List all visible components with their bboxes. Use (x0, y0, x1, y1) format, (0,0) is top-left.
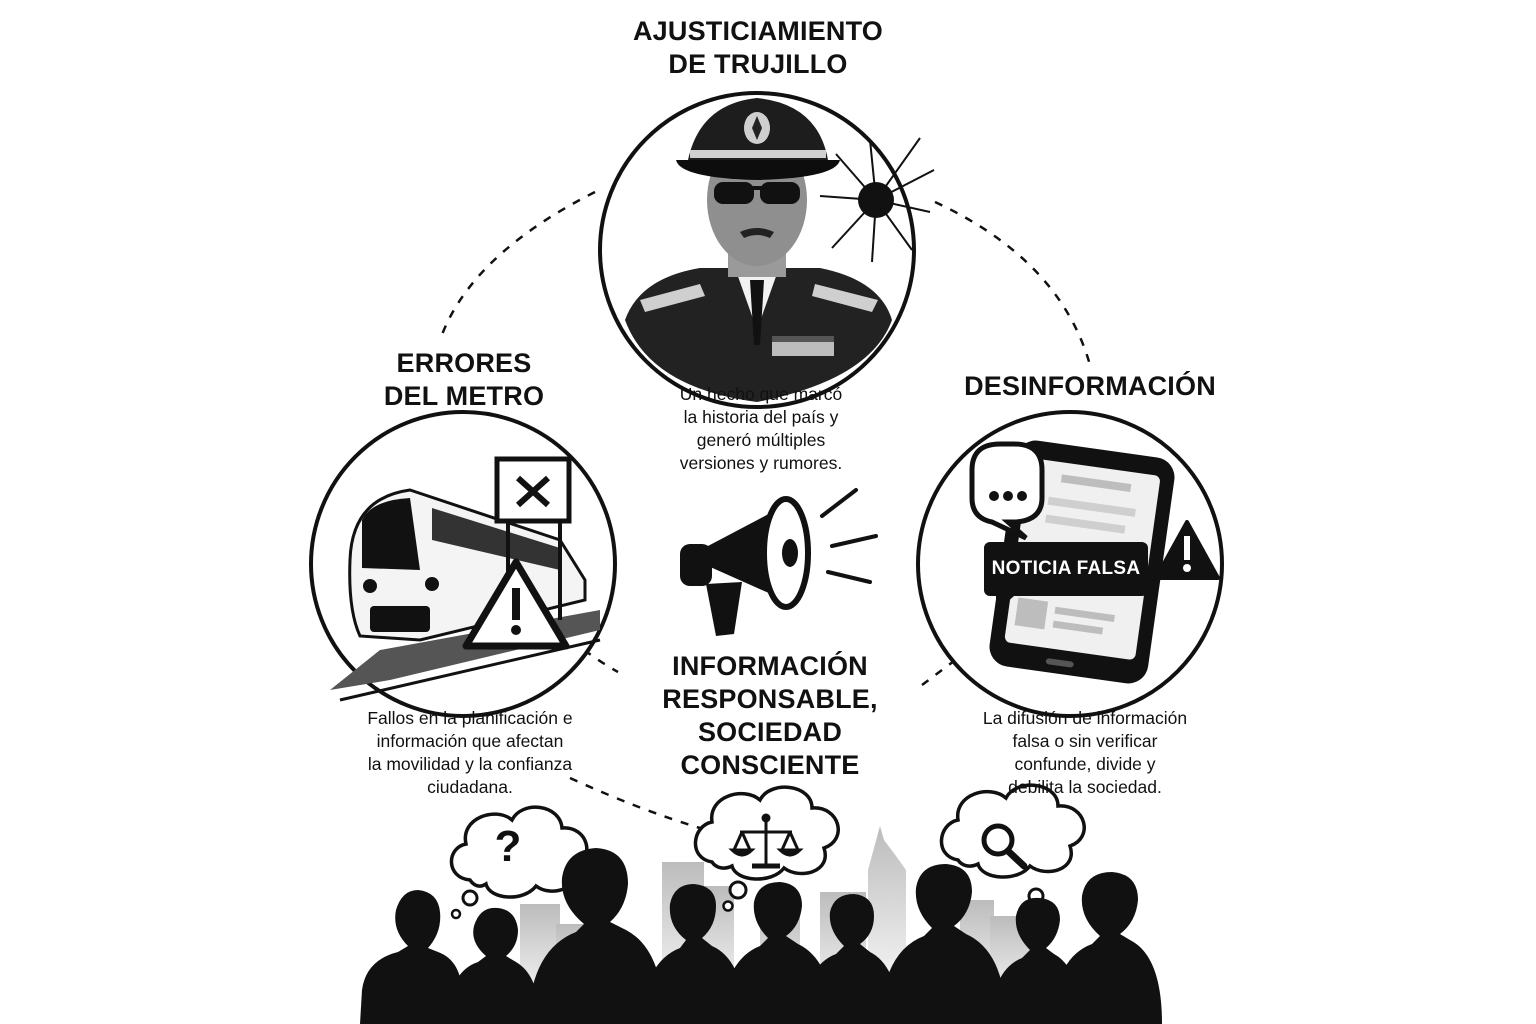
description-desinformacion: La difusión de información falsa o sin v… (982, 708, 1188, 797)
warning-icon-right (1154, 520, 1220, 580)
megaphone-icon (680, 488, 878, 636)
thought-bubble-scales (693, 785, 840, 912)
crowd-silhouette-icon (360, 848, 1162, 1024)
magnifier-icon (981, 823, 1028, 870)
top-circle (598, 91, 935, 409)
connector-top-left (438, 190, 596, 341)
connector-top-right (934, 200, 1092, 366)
warning-icon (462, 558, 570, 650)
description-ajusticiamiento: Un hecho que marcó la historia del país … (679, 384, 843, 473)
fake-news-badge: NOTICIA FALSA (984, 542, 1148, 596)
connector-left-bottom (569, 776, 701, 830)
title-informacion-responsable: INFORMACIÓN RESPONSABLE, SOCIEDAD CONSCI… (662, 651, 878, 780)
connector-left-center (583, 648, 619, 674)
connector-right-center (921, 653, 963, 686)
title-ajusticiamiento: AJUSTICIAMIENTO DE TRUJILLO (632, 16, 884, 79)
title-desinformacion: DESINFORMACIÓN (964, 371, 1216, 401)
description-errores-metro: Fallos en la planificación e información… (367, 708, 573, 797)
scales-icon (728, 813, 804, 869)
military-officer-icon (625, 98, 892, 402)
close-sign-icon (494, 456, 572, 620)
chat-bubble-icon (969, 441, 1045, 541)
bullet-hole-icon (819, 137, 935, 263)
left-circle (309, 410, 617, 718)
thought-bubble-search (939, 783, 1086, 920)
title-errores-metro: ERRORES DEL METRO (383, 348, 545, 411)
question-mark-icon: ? (494, 822, 522, 871)
thought-bubble-question (449, 805, 589, 920)
